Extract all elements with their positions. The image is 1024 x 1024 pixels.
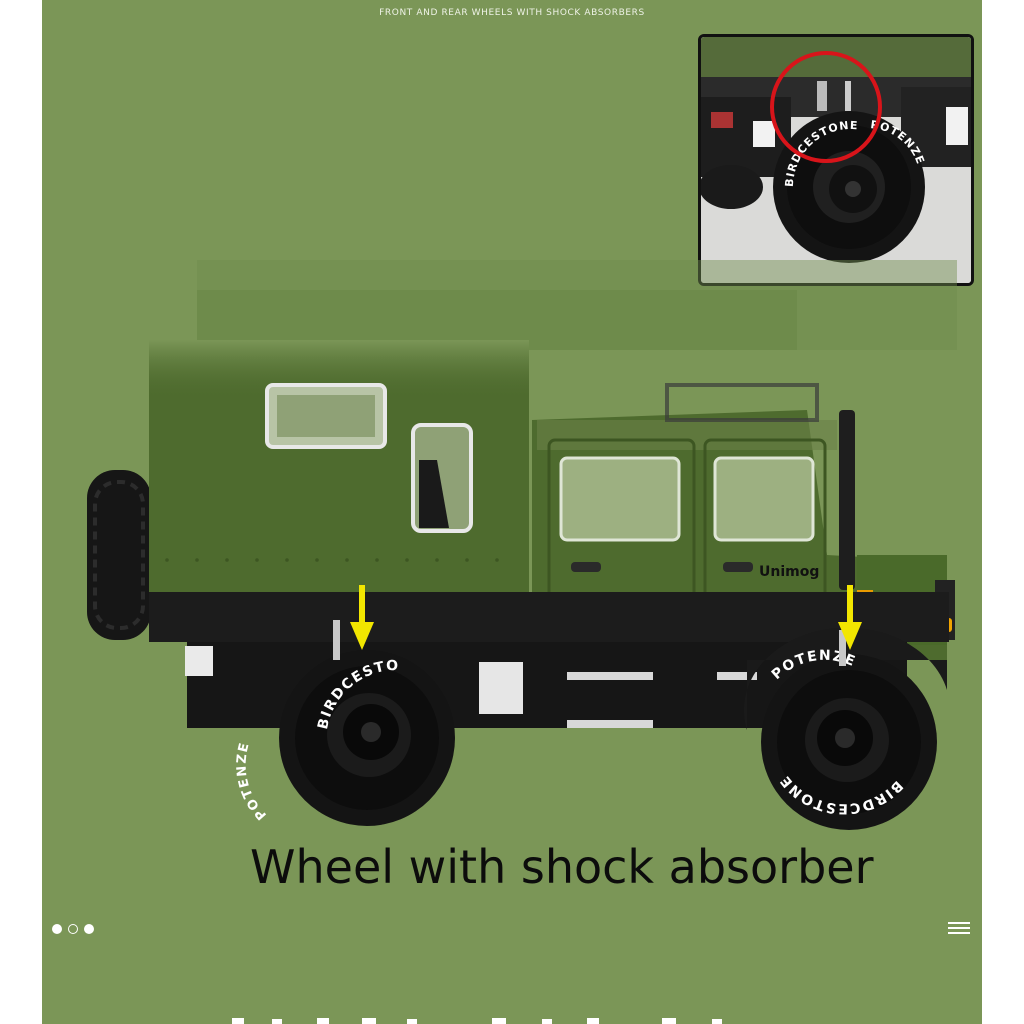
truck-illustration: Unimog	[80, 248, 982, 840]
cab-window-front	[559, 456, 681, 542]
front-wheel: POTENZE BIRDCESTONE	[761, 648, 937, 830]
inset-illustration: BIRDCESTONE POTENZE	[701, 37, 971, 283]
carousel-dot[interactable]	[68, 924, 78, 934]
carousel-dot[interactable]	[52, 924, 62, 934]
arrow-down-icon	[350, 585, 374, 650]
product-image-panel: FRONT AND REAR WHEELS WITH SHOCK ABSORBE…	[42, 0, 982, 1024]
header-caption: FRONT AND REAR WHEELS WITH SHOCK ABSORBE…	[379, 8, 645, 18]
main-caption: Wheel with shock absorber	[250, 840, 874, 894]
snorkel	[839, 410, 855, 590]
cab-window-rear	[713, 456, 815, 542]
menu-icon[interactable]	[948, 922, 970, 936]
highlight-circle	[770, 51, 882, 163]
svg-text:POTENZE: POTENZE	[234, 740, 269, 822]
carousel-dot[interactable]	[84, 924, 94, 934]
inset-closeup: BIRDCESTONE POTENZE	[698, 34, 974, 286]
rear-tire-model: POTENZE	[234, 740, 268, 822]
next-slide-hint	[232, 1018, 722, 1024]
arrow-down-icon	[838, 585, 862, 650]
spare-tire	[87, 470, 151, 640]
carousel-indicators[interactable]	[52, 924, 94, 934]
unimog-badge: Unimog	[759, 564, 819, 580]
